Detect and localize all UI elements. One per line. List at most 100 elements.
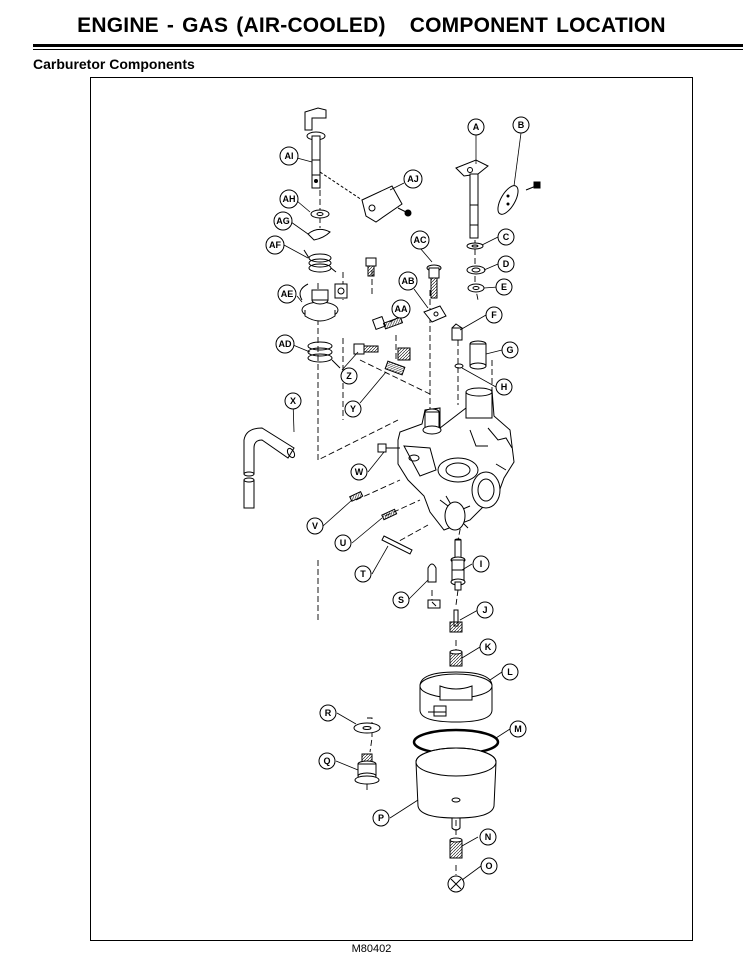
figure-code: M80402	[351, 943, 392, 955]
callout-s: S	[392, 591, 410, 609]
part-ah-washer	[310, 209, 330, 219]
callout-circle	[398, 271, 418, 291]
callout-circle	[479, 828, 497, 846]
part-w-stud	[377, 443, 400, 453]
part-a-shaft	[455, 159, 489, 239]
callout-aj: AJ	[403, 169, 423, 189]
part-af-spring	[303, 249, 337, 273]
callout-f: F	[485, 306, 503, 324]
part-h-oring	[454, 363, 464, 369]
callout-circle	[265, 235, 285, 255]
leader-lines	[283, 132, 522, 881]
callout-label: B	[518, 120, 525, 130]
carburetor-body	[397, 387, 515, 531]
part-e-washer	[467, 283, 485, 293]
section-title: Carburetor Components	[33, 56, 195, 72]
callout-label: P	[378, 813, 384, 823]
callout-circle	[472, 555, 490, 573]
callout-label: V	[312, 521, 318, 531]
part-k-spring	[449, 649, 463, 667]
callout-circle	[485, 306, 503, 324]
callout-label: AJ	[407, 174, 419, 184]
header-rule-thin	[33, 49, 743, 50]
callout-t: T	[354, 565, 372, 583]
callout-circle	[354, 565, 372, 583]
part-b-disc	[497, 181, 541, 215]
callout-circle	[279, 146, 299, 166]
diagram-frame	[90, 77, 693, 941]
callout-circle	[277, 284, 297, 304]
part-t-pin	[381, 535, 413, 555]
callout-circle	[279, 189, 299, 209]
callout-a: A	[467, 118, 485, 136]
part-x-hose	[243, 427, 296, 509]
callout-k: K	[479, 638, 497, 656]
callout-label: AH	[283, 194, 296, 204]
callout-circle	[467, 118, 485, 136]
callout-circle	[273, 211, 293, 231]
part-z-screw	[353, 343, 411, 361]
callout-label: AB	[402, 276, 415, 286]
part-ag-clip	[307, 228, 331, 241]
callout-b: B	[512, 116, 530, 134]
callout-circle	[392, 591, 410, 609]
callout-circle	[403, 169, 423, 189]
part-r-washer	[353, 722, 381, 734]
part-f-pin	[451, 323, 463, 341]
part-o-bolt	[447, 875, 465, 893]
callout-label: AG	[276, 216, 290, 226]
callout-y: Y	[344, 400, 362, 418]
part-small-screw	[365, 257, 377, 277]
callout-label: T	[360, 569, 366, 579]
callout-p: P	[372, 809, 390, 827]
callout-circle	[476, 601, 494, 619]
callout-label: AI	[285, 151, 294, 161]
callout-circle	[410, 230, 430, 250]
callout-label: M	[514, 724, 522, 734]
callout-circle	[495, 378, 513, 396]
callout-j: J	[476, 601, 494, 619]
callout-label: G	[506, 345, 513, 355]
callout-label: K	[485, 642, 492, 652]
callout-circle	[319, 704, 337, 722]
callout-label: A	[473, 122, 480, 132]
part-v-screw	[349, 490, 364, 502]
callout-h: H	[495, 378, 513, 396]
callout-circle	[512, 116, 530, 134]
part-aa-screw	[371, 315, 404, 331]
part-y-spring	[384, 360, 406, 376]
callout-ah: AH	[279, 189, 299, 209]
callout-o: O	[480, 857, 498, 875]
callout-v: V	[306, 517, 324, 535]
callout-label: AC	[414, 235, 427, 245]
header-rule-thick	[33, 44, 743, 47]
callout-r: R	[319, 704, 337, 722]
part-ae-assembly	[299, 283, 348, 322]
callout-circle	[501, 663, 519, 681]
callout-label: Z	[346, 371, 352, 381]
part-d-washer	[466, 265, 486, 275]
callout-u: U	[334, 534, 352, 552]
callout-label: E	[501, 282, 507, 292]
callout-label: N	[485, 832, 492, 842]
callout-q: Q	[318, 752, 336, 770]
callout-i: I	[472, 555, 490, 573]
callout-label: O	[485, 861, 492, 871]
callout-label: X	[290, 396, 296, 406]
callout-label: AE	[281, 289, 294, 299]
callout-label: S	[398, 595, 404, 605]
callout-l: L	[501, 663, 519, 681]
callout-e: E	[495, 278, 513, 296]
callout-circle	[372, 809, 390, 827]
part-n-spring	[449, 837, 463, 859]
callout-c: C	[497, 228, 515, 246]
part-ac-screw	[426, 264, 442, 299]
callout-circle	[479, 638, 497, 656]
callout-label: AF	[269, 240, 281, 250]
callout-ai: AI	[279, 146, 299, 166]
callout-aa: AA	[391, 299, 411, 319]
callout-label: U	[340, 538, 347, 548]
callout-circle	[306, 517, 324, 535]
callout-circle	[480, 857, 498, 875]
